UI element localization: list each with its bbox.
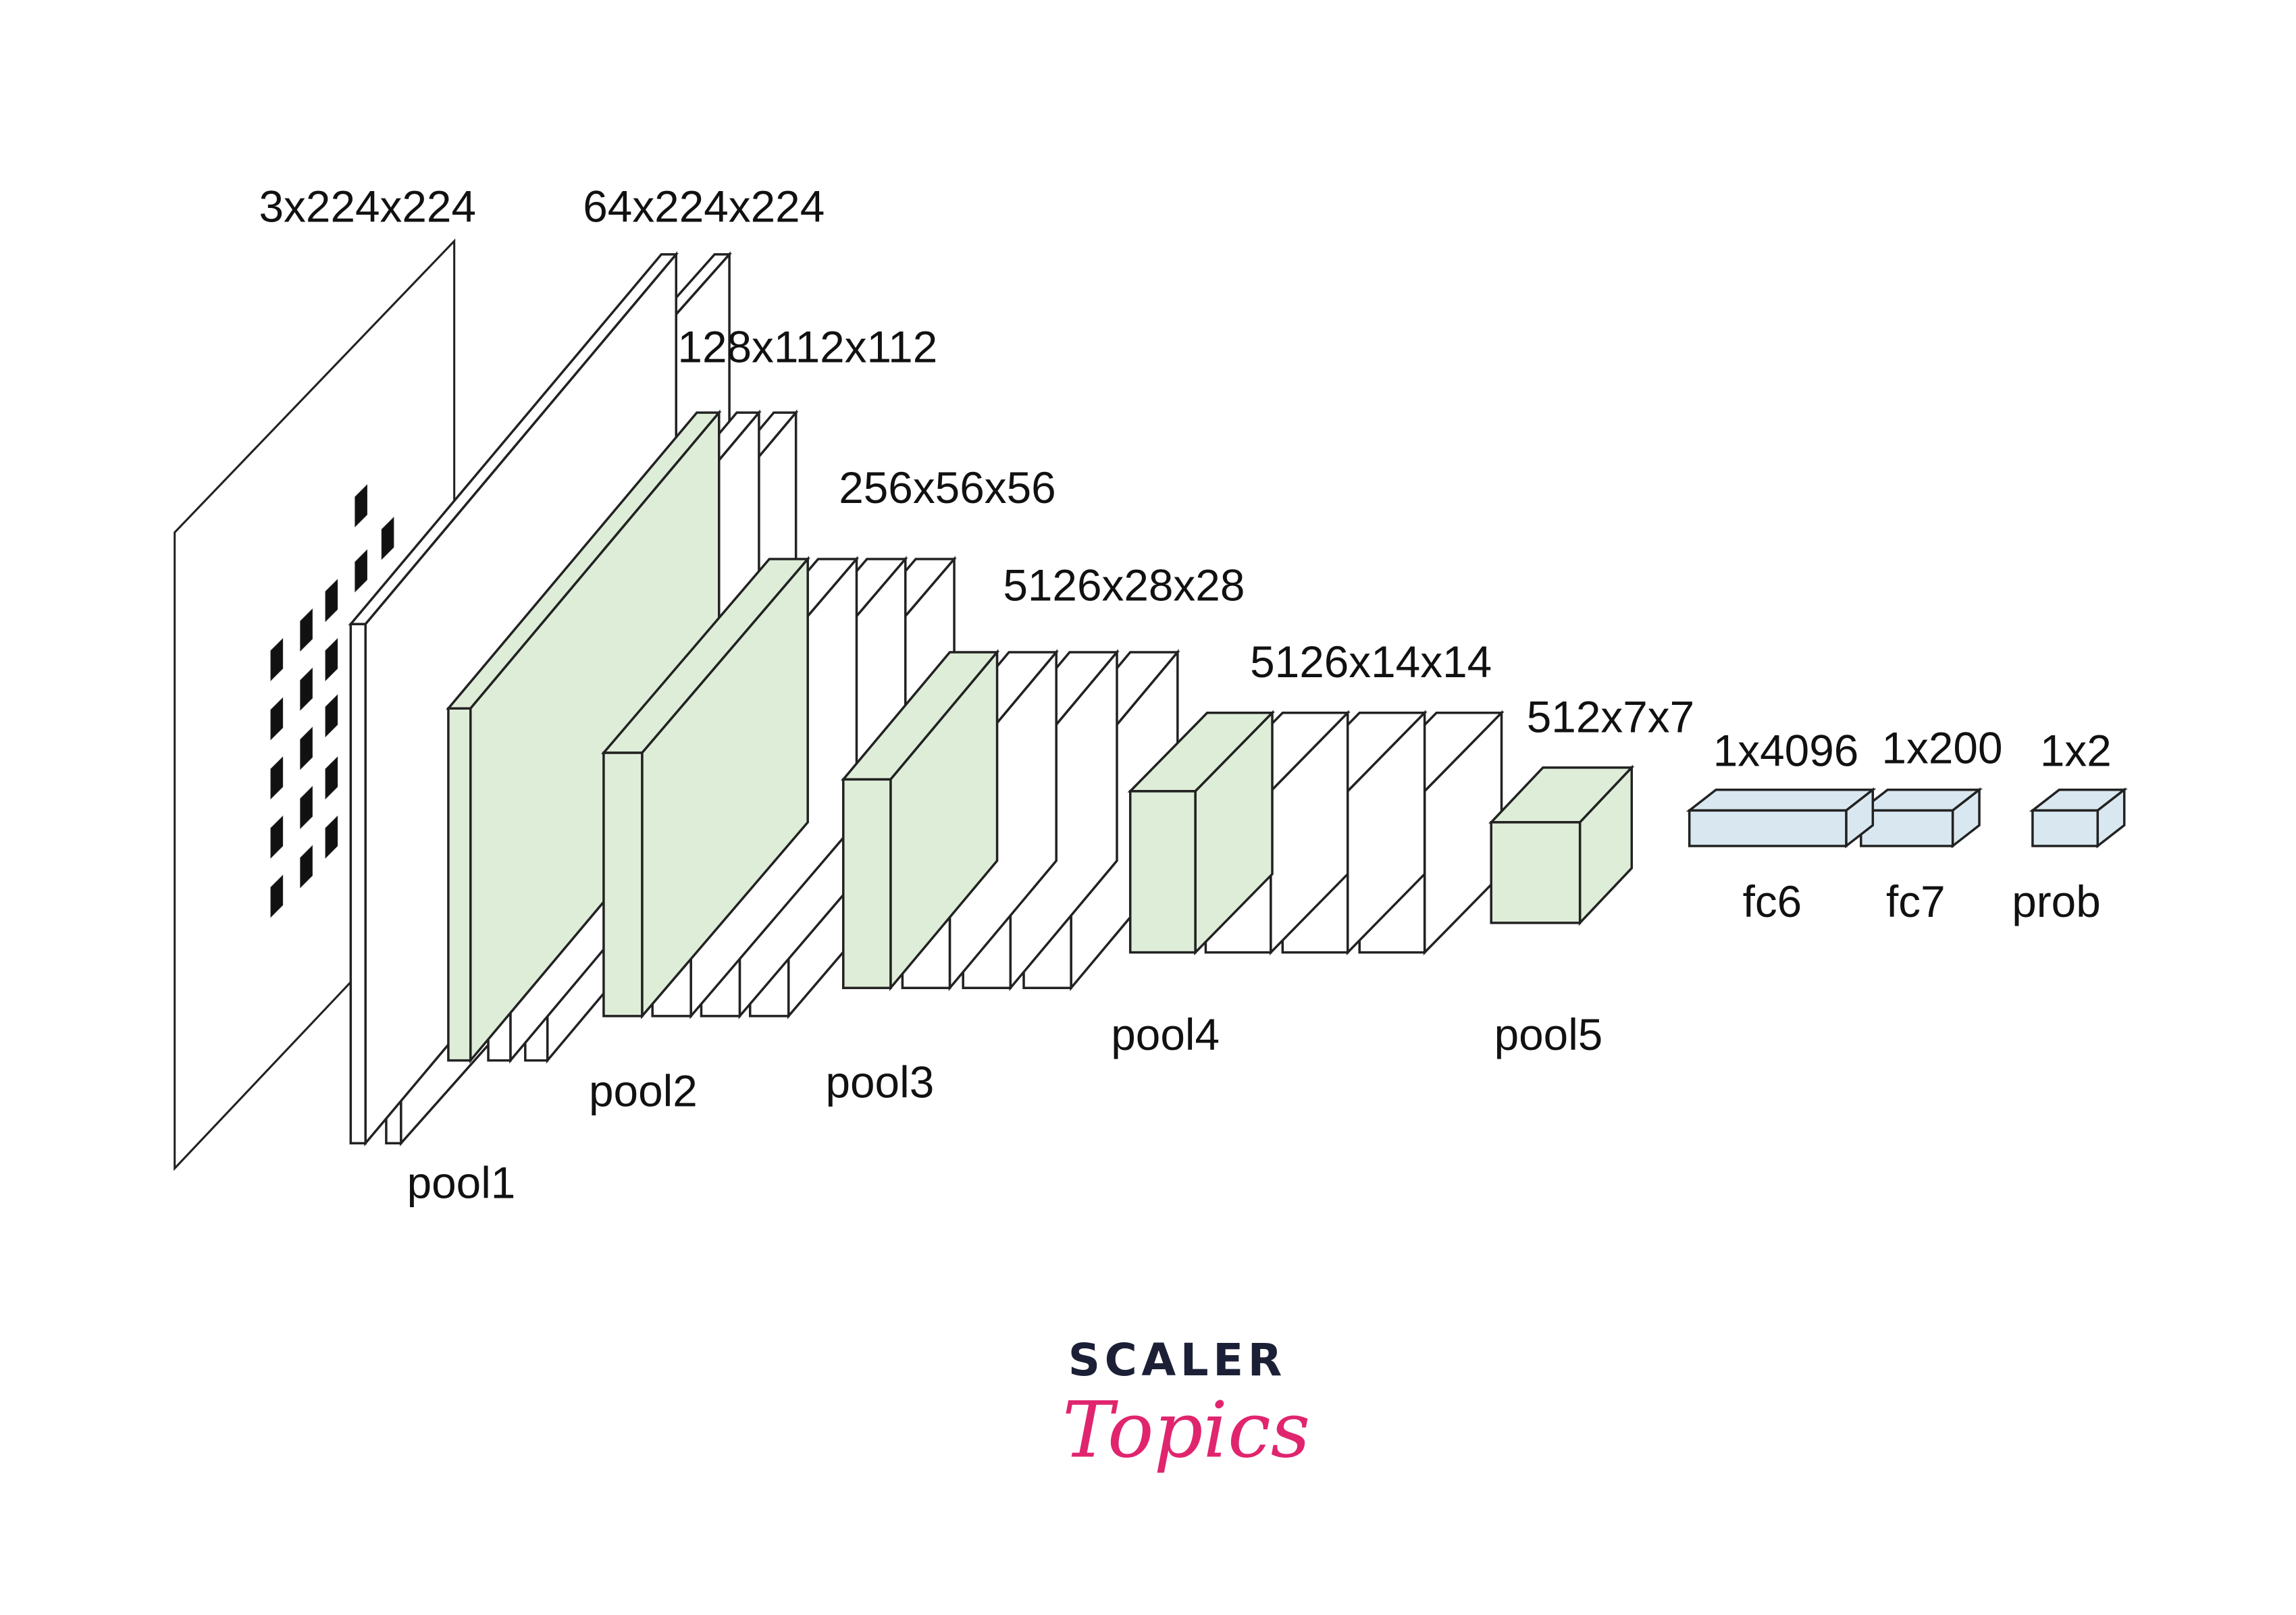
- input-pixel-block: [270, 874, 284, 918]
- input-pixel-block: [270, 697, 284, 741]
- input-pixel-block: [355, 484, 367, 528]
- dim-label-conv5: 5126x14x14: [1250, 637, 1492, 687]
- input-pixel-block: [300, 726, 313, 770]
- dim-label-conv2: 128x112x112: [677, 323, 937, 372]
- input-pixel-block: [325, 579, 338, 623]
- dim-label-conv4: 5126x28x28: [1003, 560, 1245, 610]
- input-pixel-block: [325, 815, 338, 859]
- input-pixel-block: [300, 786, 313, 829]
- dim-label-fc6: 1x4096: [1713, 726, 1859, 776]
- pool4-group-slab-3-front: [1128, 790, 1197, 954]
- fc6-label: fc6: [1743, 877, 1802, 926]
- input-pixel-block: [381, 517, 394, 560]
- input-pixel-block: [300, 667, 313, 711]
- input-pixel-block: [325, 637, 338, 681]
- dim-label-pool5: 512x7x7: [1527, 692, 1694, 741]
- logo-scaler-text: SCALER: [1068, 1335, 1286, 1386]
- input-pixel-block: [300, 845, 313, 889]
- fc6-block-top: [1686, 788, 1877, 812]
- input-pixel-block: [300, 608, 313, 652]
- input-pixel-block: [270, 815, 284, 859]
- prob-block-front: [2031, 809, 2099, 847]
- pool3-label: pool3: [825, 1057, 934, 1107]
- dim-label-conv3: 256x56x56: [839, 463, 1056, 512]
- input-pixel-block: [270, 756, 284, 800]
- fc7-block-front: [1860, 809, 1954, 847]
- pool5-label: pool5: [1494, 1010, 1603, 1059]
- conv1-slab-1-front: [349, 623, 367, 1144]
- pool3-group-slab-3-front: [842, 778, 892, 989]
- prob-label: prob: [2012, 877, 2101, 926]
- input-pixel-block: [325, 756, 338, 800]
- pool2-label: pool2: [589, 1066, 698, 1115]
- layer-blocks: [174, 238, 2128, 1171]
- fc7-label: fc7: [1886, 877, 1946, 926]
- input-pixel-block: [355, 549, 367, 593]
- input-pixel-block: [270, 637, 284, 681]
- pool2-group-slab-3-front: [602, 751, 644, 1017]
- dim-label-input: 3x224x224: [259, 182, 477, 232]
- scaler-topics-logo: SCALER Topics: [1062, 1335, 1310, 1475]
- input-pixel-block: [325, 694, 338, 738]
- pool1-label: pool1: [407, 1158, 516, 1207]
- dim-label-prob: 1x2: [2040, 726, 2112, 776]
- pool5-block-front: [1490, 821, 1582, 924]
- fc6-block-front: [1688, 809, 1848, 847]
- dim-label-fc7: 1x200: [1881, 723, 2002, 772]
- logo-topics-text: Topics: [1062, 1385, 1310, 1475]
- pool1-group-slab-2-front: [447, 707, 472, 1062]
- pool4-label: pool4: [1111, 1010, 1220, 1059]
- dim-label-conv1: 64x224x224: [583, 182, 825, 232]
